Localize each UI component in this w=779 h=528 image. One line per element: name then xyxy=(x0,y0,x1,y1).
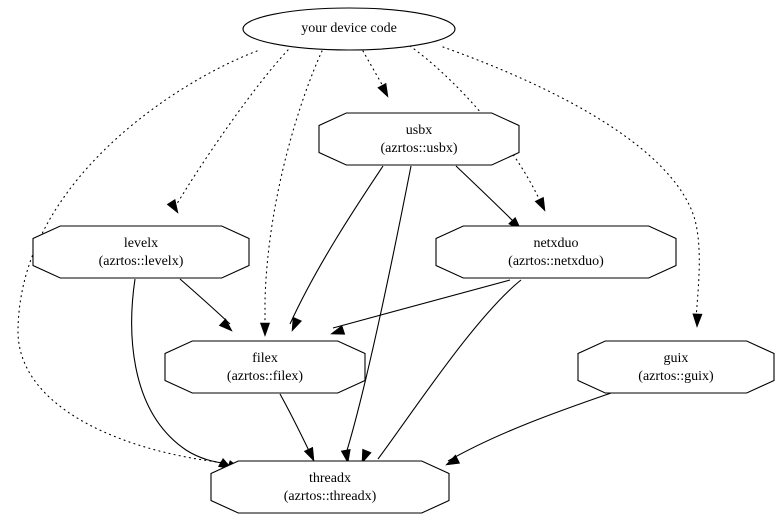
edge-usbx-to-filex xyxy=(289,165,384,325)
arrowhead-to-filex xyxy=(291,316,302,332)
node-levelx[interactable]: levelx(azrtos::levelx) xyxy=(32,225,250,279)
nodes-layer: your device codeusbx(azrtos::usbx)levelx… xyxy=(32,7,775,514)
edge-levelx-to-filex xyxy=(179,278,231,325)
edge-device-to-threadx xyxy=(17,50,258,465)
node-netxduo-label-primary: netxduo xyxy=(533,236,578,251)
arrowhead-to-usbx xyxy=(377,82,389,98)
edge-device-to-guix xyxy=(442,46,700,319)
arrowhead-to-filex xyxy=(259,322,271,337)
edge-device-to-usbx xyxy=(362,50,386,91)
node-device-label-primary: your device code xyxy=(301,21,397,36)
node-usbx-label-primary: usbx xyxy=(406,123,432,138)
node-usbx[interactable]: usbx(azrtos::usbx) xyxy=(318,112,520,166)
node-guix-label-package: (azrtos::guix) xyxy=(638,369,714,384)
node-threadx-label-primary: threadx xyxy=(309,471,351,486)
edge-netxduo-to-filex xyxy=(332,279,511,329)
node-guix-label-primary: guix xyxy=(664,351,689,366)
arrowhead-to-guix xyxy=(692,313,703,328)
node-levelx-label-primary: levelx xyxy=(124,236,158,251)
edges-layer xyxy=(17,45,700,465)
node-levelx-label-package: (azrtos::levelx) xyxy=(99,254,184,269)
arrowhead-to-levelx xyxy=(166,199,179,214)
node-netxduo-shape xyxy=(435,225,677,279)
node-guix[interactable]: guix(azrtos::guix) xyxy=(577,340,775,394)
edge-netxduo-to-threadx xyxy=(377,279,522,460)
arrowheads-layer xyxy=(166,82,703,470)
edge-device-to-netxduo xyxy=(409,45,542,204)
node-filex[interactable]: filex(azrtos::filex) xyxy=(164,340,366,394)
arrowhead-to-filex xyxy=(218,318,233,332)
arrowhead-to-threadx xyxy=(303,446,315,462)
node-usbx-label-package: (azrtos::usbx) xyxy=(381,141,458,156)
arrowhead-to-threadx xyxy=(445,454,461,466)
node-threadx-label-package: (azrtos::threadx) xyxy=(284,489,377,504)
arrowhead-to-threadx xyxy=(340,449,351,464)
node-threadx-shape xyxy=(210,460,450,514)
edge-filex-to-threadx xyxy=(279,393,312,456)
arrowhead-to-netxduo xyxy=(534,196,546,212)
arrowhead-to-filex xyxy=(330,325,346,335)
edge-usbx-to-netxduo xyxy=(455,165,515,223)
edge-device-to-levelx xyxy=(174,49,289,208)
node-guix-shape xyxy=(577,340,775,394)
node-levelx-shape xyxy=(32,225,250,279)
edge-guix-to-threadx xyxy=(447,391,615,462)
node-filex-label-primary: filex xyxy=(252,351,278,366)
node-device[interactable]: your device code xyxy=(242,7,456,51)
arrowhead-to-threadx xyxy=(361,448,372,464)
node-filex-shape xyxy=(164,340,366,394)
node-threadx[interactable]: threadx(azrtos::threadx) xyxy=(210,460,450,514)
edge-device-to-filex xyxy=(264,50,323,331)
node-filex-label-package: (azrtos::filex) xyxy=(227,369,304,384)
edge-levelx-to-threadx xyxy=(131,278,229,465)
node-usbx-shape xyxy=(318,112,520,166)
node-device-shape xyxy=(242,7,456,51)
node-netxduo-label-package: (azrtos::netxduo) xyxy=(508,254,604,269)
node-netxduo[interactable]: netxduo(azrtos::netxduo) xyxy=(435,225,677,279)
edge-usbx-to-threadx xyxy=(344,165,412,458)
